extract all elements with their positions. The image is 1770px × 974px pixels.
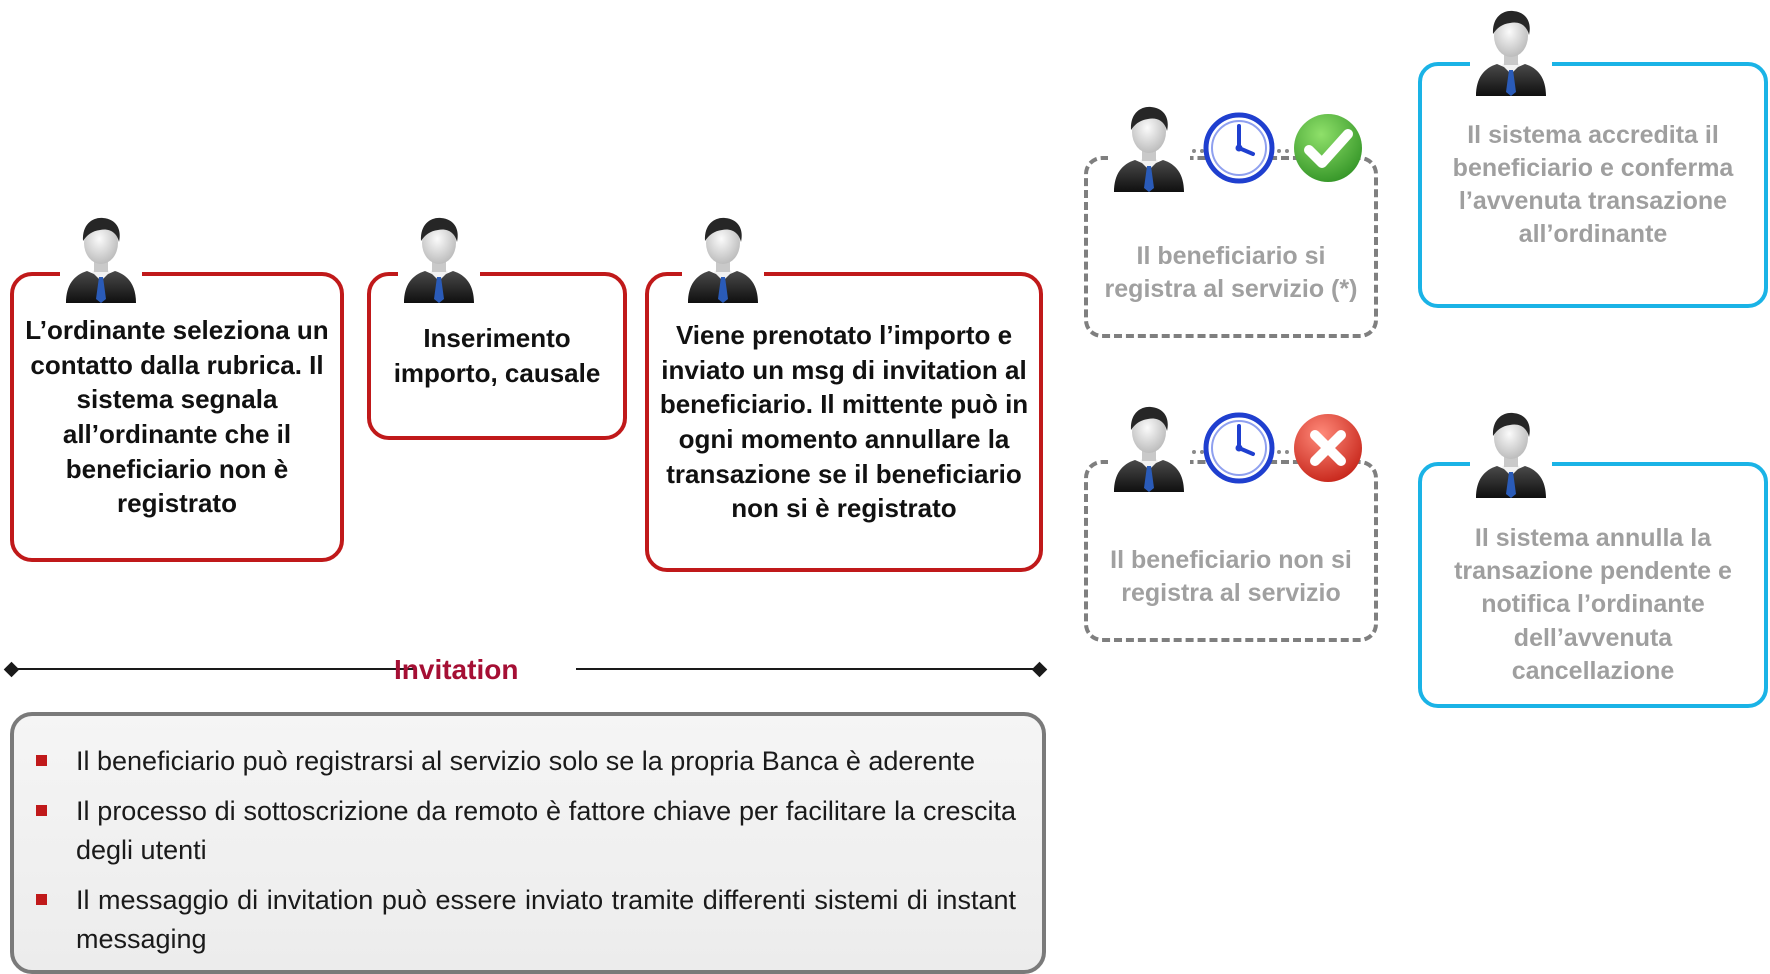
person-icon bbox=[398, 211, 480, 303]
list-item: Il beneficiario può registrarsi al servi… bbox=[36, 742, 1016, 781]
step-text: Viene prenotato l’importo e inviato un m… bbox=[659, 320, 1029, 524]
list-item: Il processo di sottoscrizione da remoto … bbox=[36, 792, 1016, 870]
list-item: Il messaggio di invitation può essere in… bbox=[36, 881, 1016, 959]
person-icon bbox=[1108, 400, 1190, 492]
x-icon bbox=[1290, 410, 1366, 486]
bullet-icon bbox=[36, 755, 47, 766]
step-box-select-contact: L’ordinante seleziona un contatto dalla … bbox=[10, 272, 344, 562]
bullet-icon bbox=[36, 805, 47, 816]
connector-dots bbox=[1192, 149, 1204, 153]
notes-panel: Il beneficiario può registrarsi al servi… bbox=[10, 712, 1046, 974]
section-title: Invitation bbox=[394, 654, 519, 685]
divider-line bbox=[576, 668, 1036, 670]
check-icon bbox=[1290, 110, 1366, 186]
person-icon bbox=[1108, 100, 1190, 192]
person-icon bbox=[60, 211, 142, 303]
person-icon bbox=[1470, 406, 1552, 498]
clock-icon bbox=[1201, 110, 1277, 186]
step-text: L’ordinante seleziona un contatto dalla … bbox=[25, 315, 329, 519]
connector-dots bbox=[1277, 149, 1289, 153]
result-text: Il sistema annulla la transazione penden… bbox=[1454, 523, 1732, 685]
outcome-text: Il beneficiario si registra al servizio … bbox=[1104, 241, 1358, 303]
divider-end-marker bbox=[1031, 661, 1048, 678]
clock-icon bbox=[1201, 410, 1277, 486]
notes-list: Il beneficiario può registrarsi al servi… bbox=[36, 742, 1016, 970]
step-text: Inserimento importo, causale bbox=[393, 323, 601, 388]
bullet-icon bbox=[36, 894, 47, 905]
connector-dots bbox=[1277, 450, 1289, 454]
person-icon bbox=[1470, 4, 1552, 96]
note-text: Il processo di sottoscrizione da remoto … bbox=[76, 796, 1016, 865]
person-icon bbox=[682, 211, 764, 303]
note-text: Il beneficiario può registrarsi al servi… bbox=[76, 746, 975, 776]
divider-line bbox=[12, 668, 414, 670]
result-box-credited: Il sistema accredita il beneficiario e c… bbox=[1418, 62, 1768, 308]
result-box-cancelled: Il sistema annulla la transazione penden… bbox=[1418, 462, 1768, 708]
step-box-invitation: Viene prenotato l’importo e inviato un m… bbox=[645, 272, 1043, 572]
outcome-text: Il beneficiario non si registra al servi… bbox=[1110, 545, 1352, 607]
connector-dots bbox=[1192, 450, 1204, 454]
note-text: Il messaggio di invitation può essere in… bbox=[76, 885, 1016, 954]
result-text: Il sistema accredita il beneficiario e c… bbox=[1452, 120, 1734, 249]
